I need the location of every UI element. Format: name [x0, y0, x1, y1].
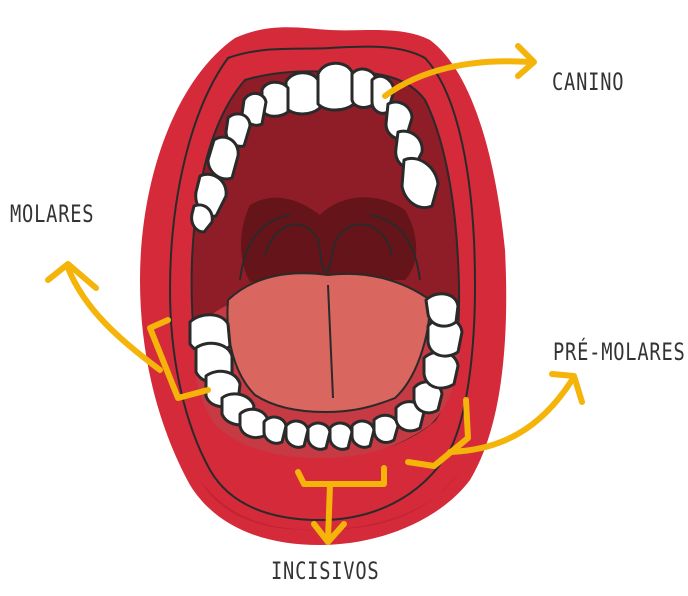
lower-incisor: [286, 421, 308, 447]
incisivos-arrow: [328, 484, 330, 540]
lower-molar: [424, 352, 458, 388]
lower-incisor: [330, 423, 352, 449]
label-canino: CANINO: [552, 68, 624, 96]
label-incisivos: INCISIVOS: [271, 557, 379, 585]
label-premolares: PRÉ-MOLARES: [553, 338, 686, 366]
lower-incisor: [264, 417, 286, 443]
upper-incisor: [286, 73, 320, 114]
lower-incisor: [308, 423, 330, 449]
upper-incisor: [318, 63, 354, 110]
lower-canine: [374, 415, 398, 442]
label-molares: MOLARES: [10, 200, 94, 228]
upper-molar: [208, 137, 238, 179]
lower-incisor: [352, 421, 374, 447]
upper-molar: [192, 205, 213, 232]
lower-molar: [426, 294, 458, 326]
